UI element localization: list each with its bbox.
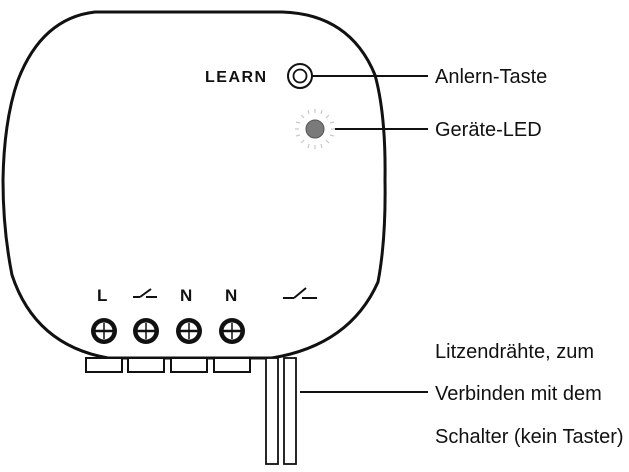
terminal-blocks [85, 357, 251, 373]
stranded-wires [265, 357, 297, 465]
terminal-screw-icon [91, 318, 117, 344]
learn-label: LEARN [205, 69, 268, 86]
learn-button-callout: Anlern-Taste [435, 66, 547, 88]
terminal-label-n2: N [225, 286, 237, 305]
wires-callout-line-2: Verbinden mit dem [435, 383, 602, 405]
switch-symbol-icon [133, 288, 157, 298]
pushbutton-symbol-icon [283, 287, 317, 299]
wires-callout-line-3: Schalter (kein Taster) [435, 426, 624, 448]
device-housing [1, 10, 387, 360]
terminal-label-l: L [97, 286, 107, 305]
terminal-screw-icon [176, 318, 202, 344]
terminal-screw-icon [133, 318, 159, 344]
learn-button[interactable] [287, 63, 313, 89]
device-led-icon [295, 109, 335, 149]
device-led-callout: Geräte-LED [435, 119, 542, 141]
wires-callout-line-1: Litzendrähte, zum [435, 341, 594, 363]
terminal-label-n1: N [180, 286, 192, 305]
terminal-screw-icon [219, 318, 245, 344]
